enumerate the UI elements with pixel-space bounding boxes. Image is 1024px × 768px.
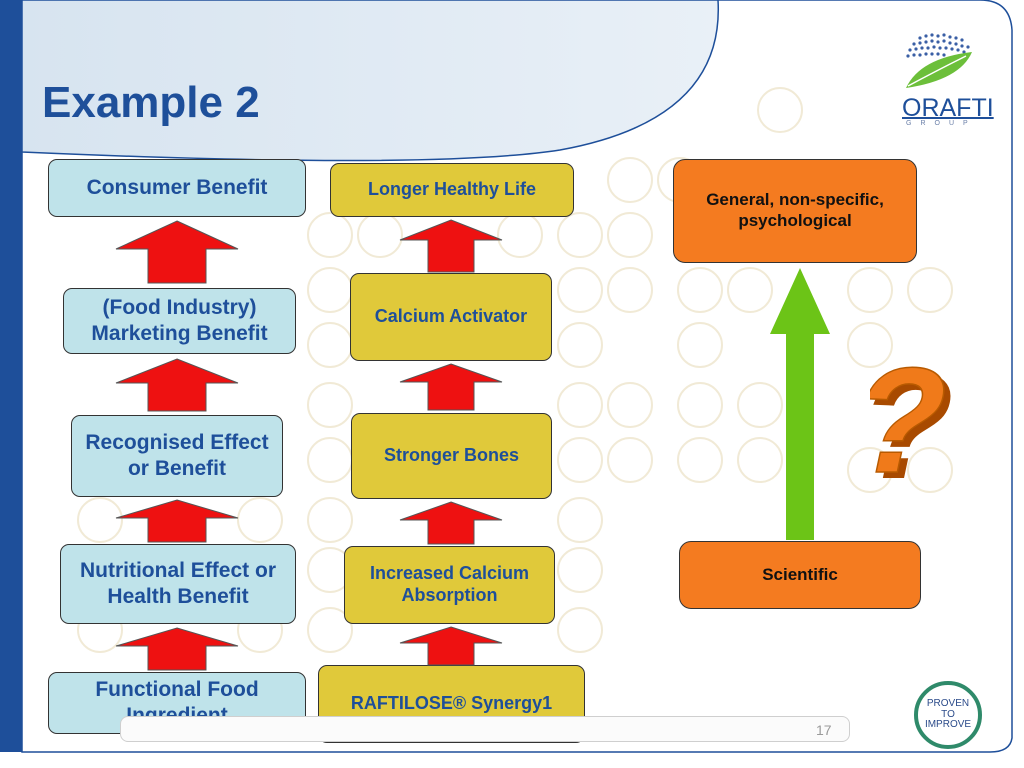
recognised-effect-box: Recognised Effect or Benefit [71,415,283,497]
scientific-box: Scientific [679,541,921,609]
page-number: 17 [816,722,832,738]
longer-healthy-life-box: Longer Healthy Life [330,163,574,217]
red-up-arrow [399,626,503,666]
logo-subtitle: GROUP [906,120,977,127]
marketing-benefit-box: (Food Industry) Marketing Benefit [63,288,296,354]
nutritional-effect-box: Nutritional Effect or Health Benefit [60,544,296,624]
consumer-benefit-box: Consumer Benefit [48,159,306,217]
green-up-arrow [770,268,830,540]
red-up-arrow [115,499,239,543]
red-up-arrow [115,220,239,284]
red-up-arrow [399,501,503,545]
logo-wordmark: ORAFTI [902,94,994,122]
orafti-leaf-logo [906,33,972,88]
stronger-bones-box: Stronger Bones [351,413,552,499]
badge-line: PROVEN [926,698,970,710]
footer-bar [120,716,850,742]
red-up-arrow [115,358,239,412]
general-psychological-box: General, non-specific, psychological [673,159,917,263]
proven-to-improve-badge: PROVEN TO IMPROVE [914,681,982,749]
red-up-arrow [399,363,503,411]
badge-line: IMPROVE [924,719,972,731]
calcium-activator-box: Calcium Activator [350,273,552,361]
increased-calcium-absorption-box: Increased Calcium Absorption [344,546,555,624]
question-mark-icon: ? ? [870,350,971,490]
red-up-arrow [399,219,503,273]
red-up-arrow [115,627,239,671]
slide-title: Example 2 [42,78,260,127]
badge-line: TO [941,708,955,720]
